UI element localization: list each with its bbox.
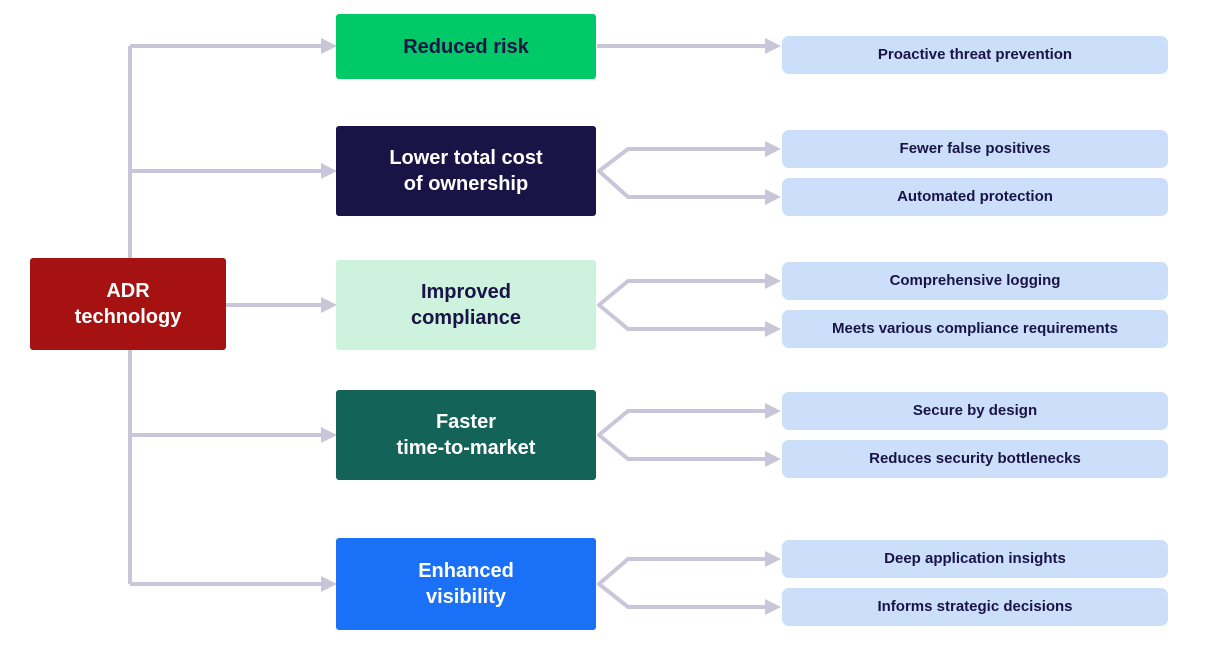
outcome-node-secure-by-design: Secure by design — [782, 392, 1168, 430]
outcome-node-informs-strategic-decisions: Informs strategic decisions — [782, 588, 1168, 626]
arrow-icon — [765, 403, 781, 419]
arrow-icon — [321, 427, 337, 443]
fork-line-row2 — [597, 147, 765, 199]
arrow-icon — [765, 273, 781, 289]
arrow-icon — [765, 38, 781, 54]
fork-line-row3 — [597, 279, 765, 331]
arrow-icon — [765, 321, 781, 337]
benefit-node-improved-compliance: Improved compliance — [336, 260, 596, 350]
benefit-node-lower-total-cost: Lower total cost of ownership — [336, 126, 596, 216]
root-node-adr-technology: ADR technology — [30, 258, 226, 350]
arrow-icon — [765, 599, 781, 615]
arrow-icon — [321, 297, 337, 313]
arrow-icon — [765, 551, 781, 567]
arrow-icon — [321, 576, 337, 592]
outcome-node-automated-protection: Automated protection — [782, 178, 1168, 216]
arrow-icon — [321, 38, 337, 54]
outcome-node-comprehensive-logging: Comprehensive logging — [782, 262, 1168, 300]
outcome-node-deep-application-insights: Deep application insights — [782, 540, 1168, 578]
arrow-icon — [765, 189, 781, 205]
outcome-node-meets-compliance-requirements: Meets various compliance requirements — [782, 310, 1168, 348]
arrow-icon — [321, 163, 337, 179]
benefit-node-enhanced-visibility: Enhanced visibility — [336, 538, 596, 630]
fork-line-row4 — [597, 409, 765, 461]
outcome-node-reduces-security-bottlenecks: Reduces security bottlenecks — [782, 440, 1168, 478]
arrow-icon — [765, 141, 781, 157]
outcome-node-proactive-threat-prevention: Proactive threat prevention — [782, 36, 1168, 74]
outcome-node-fewer-false-positives: Fewer false positives — [782, 130, 1168, 168]
fork-line-row5 — [597, 557, 765, 609]
benefit-node-reduced-risk: Reduced risk — [336, 14, 596, 79]
arrow-icon — [765, 451, 781, 467]
benefit-node-faster-time-to-market: Faster time-to-market — [336, 390, 596, 480]
